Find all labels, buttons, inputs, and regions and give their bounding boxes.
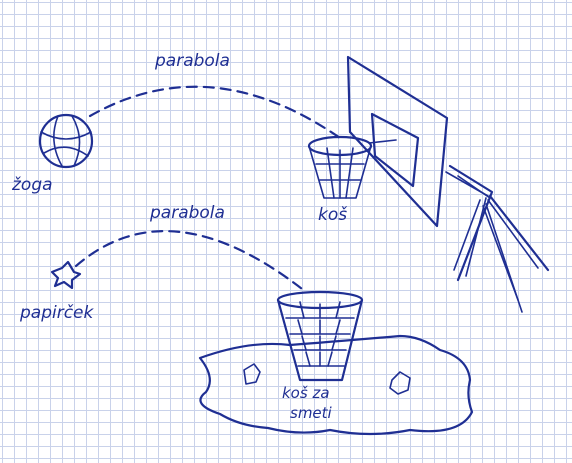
bin-label-line2: smeti	[290, 404, 333, 422]
crumpled-paper-icon	[50, 260, 82, 290]
upper-parabola-curve	[88, 85, 342, 140]
crumpled-paper-icon	[389, 371, 411, 395]
crumpled-paper-icon	[243, 363, 261, 385]
lower-parabola-label: parabola	[149, 203, 225, 223]
lower-parabola-curve	[74, 230, 308, 294]
basketball-icon	[38, 113, 94, 169]
upper-parabola-label: parabola	[154, 51, 230, 71]
bin-label-line1: koš za	[282, 384, 330, 402]
puddle-outline	[198, 334, 474, 436]
hoop-label: koš	[318, 205, 347, 225]
waste-bin-icon	[276, 290, 364, 382]
ball-label: žoga	[11, 175, 53, 195]
basketball-hoop-icon	[307, 55, 550, 313]
paper-label: papirček	[19, 303, 95, 323]
